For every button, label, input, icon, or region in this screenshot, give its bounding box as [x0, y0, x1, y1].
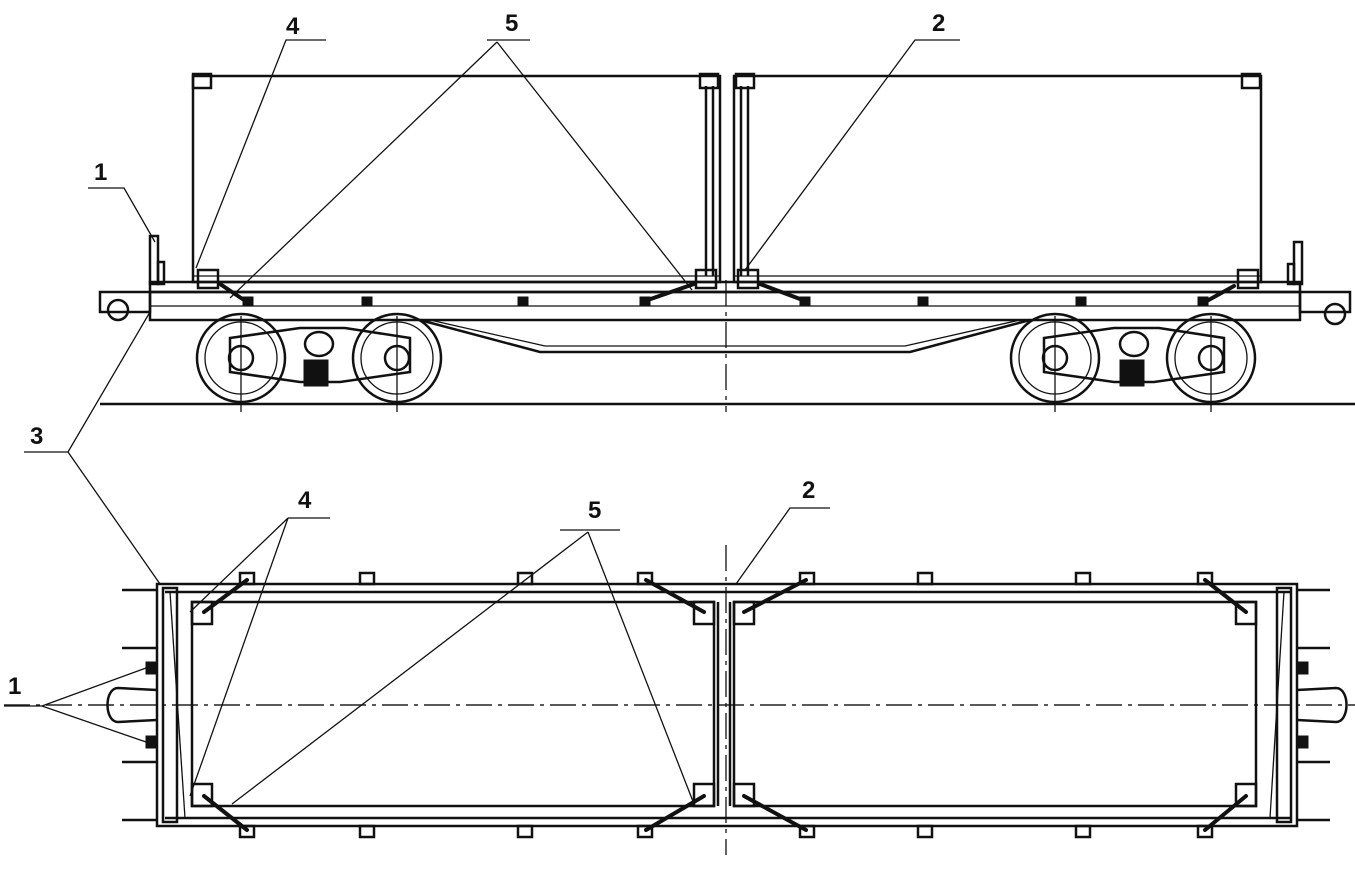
corner-fitting [692, 782, 716, 808]
plan-lashings [202, 578, 1248, 832]
corner-fitting [190, 782, 214, 808]
side-leaders [24, 39, 960, 453]
corner-fitting [736, 268, 760, 290]
plan-car-outline [155, 582, 1299, 828]
platform-frame [98, 234, 1352, 354]
end-stop-left [148, 234, 160, 286]
end-stop [145, 735, 157, 749]
callout-label: 5 [505, 10, 518, 37]
corner-fitting [1240, 72, 1262, 90]
plan-leaders [4, 451, 830, 805]
corner-fitting [196, 268, 220, 290]
corner-fitting [732, 600, 756, 626]
bogie-right [1009, 312, 1257, 412]
end-stop [145, 661, 157, 675]
coupler-left-plan [106, 686, 158, 724]
callout-label: 3 [30, 423, 43, 450]
bogie-left [195, 312, 443, 412]
container-right [732, 72, 1263, 290]
callout-label: 2 [802, 477, 815, 504]
end-stop [1297, 735, 1309, 749]
callout-label: 5 [588, 497, 601, 524]
callout-label: 2 [932, 10, 945, 37]
plan-container-right [728, 600, 1258, 808]
container-left [191, 72, 722, 290]
coupler-right-plan [1296, 686, 1348, 724]
callout-label: 1 [94, 159, 107, 186]
callout-label: 1 [8, 673, 21, 700]
plan-view: 4 5 2 1 [4, 451, 1355, 855]
corner-fitting [1234, 782, 1258, 808]
corner-fitting [692, 600, 716, 626]
corner-fitting [1234, 600, 1258, 626]
plan-container-left [190, 600, 720, 808]
corner-fitting [694, 268, 718, 290]
corner-fitting [732, 782, 756, 808]
end-stop [1297, 661, 1309, 675]
corner-fitting [698, 72, 720, 90]
callout-label: 4 [286, 13, 300, 40]
corner-fitting [734, 72, 756, 90]
side-view: 1 4 5 2 3 [24, 10, 1355, 453]
corner-fitting [191, 72, 213, 90]
corner-fitting [190, 600, 214, 626]
corner-fitting [1236, 268, 1260, 290]
coupler-left [98, 290, 152, 314]
callout-label: 4 [298, 487, 312, 514]
